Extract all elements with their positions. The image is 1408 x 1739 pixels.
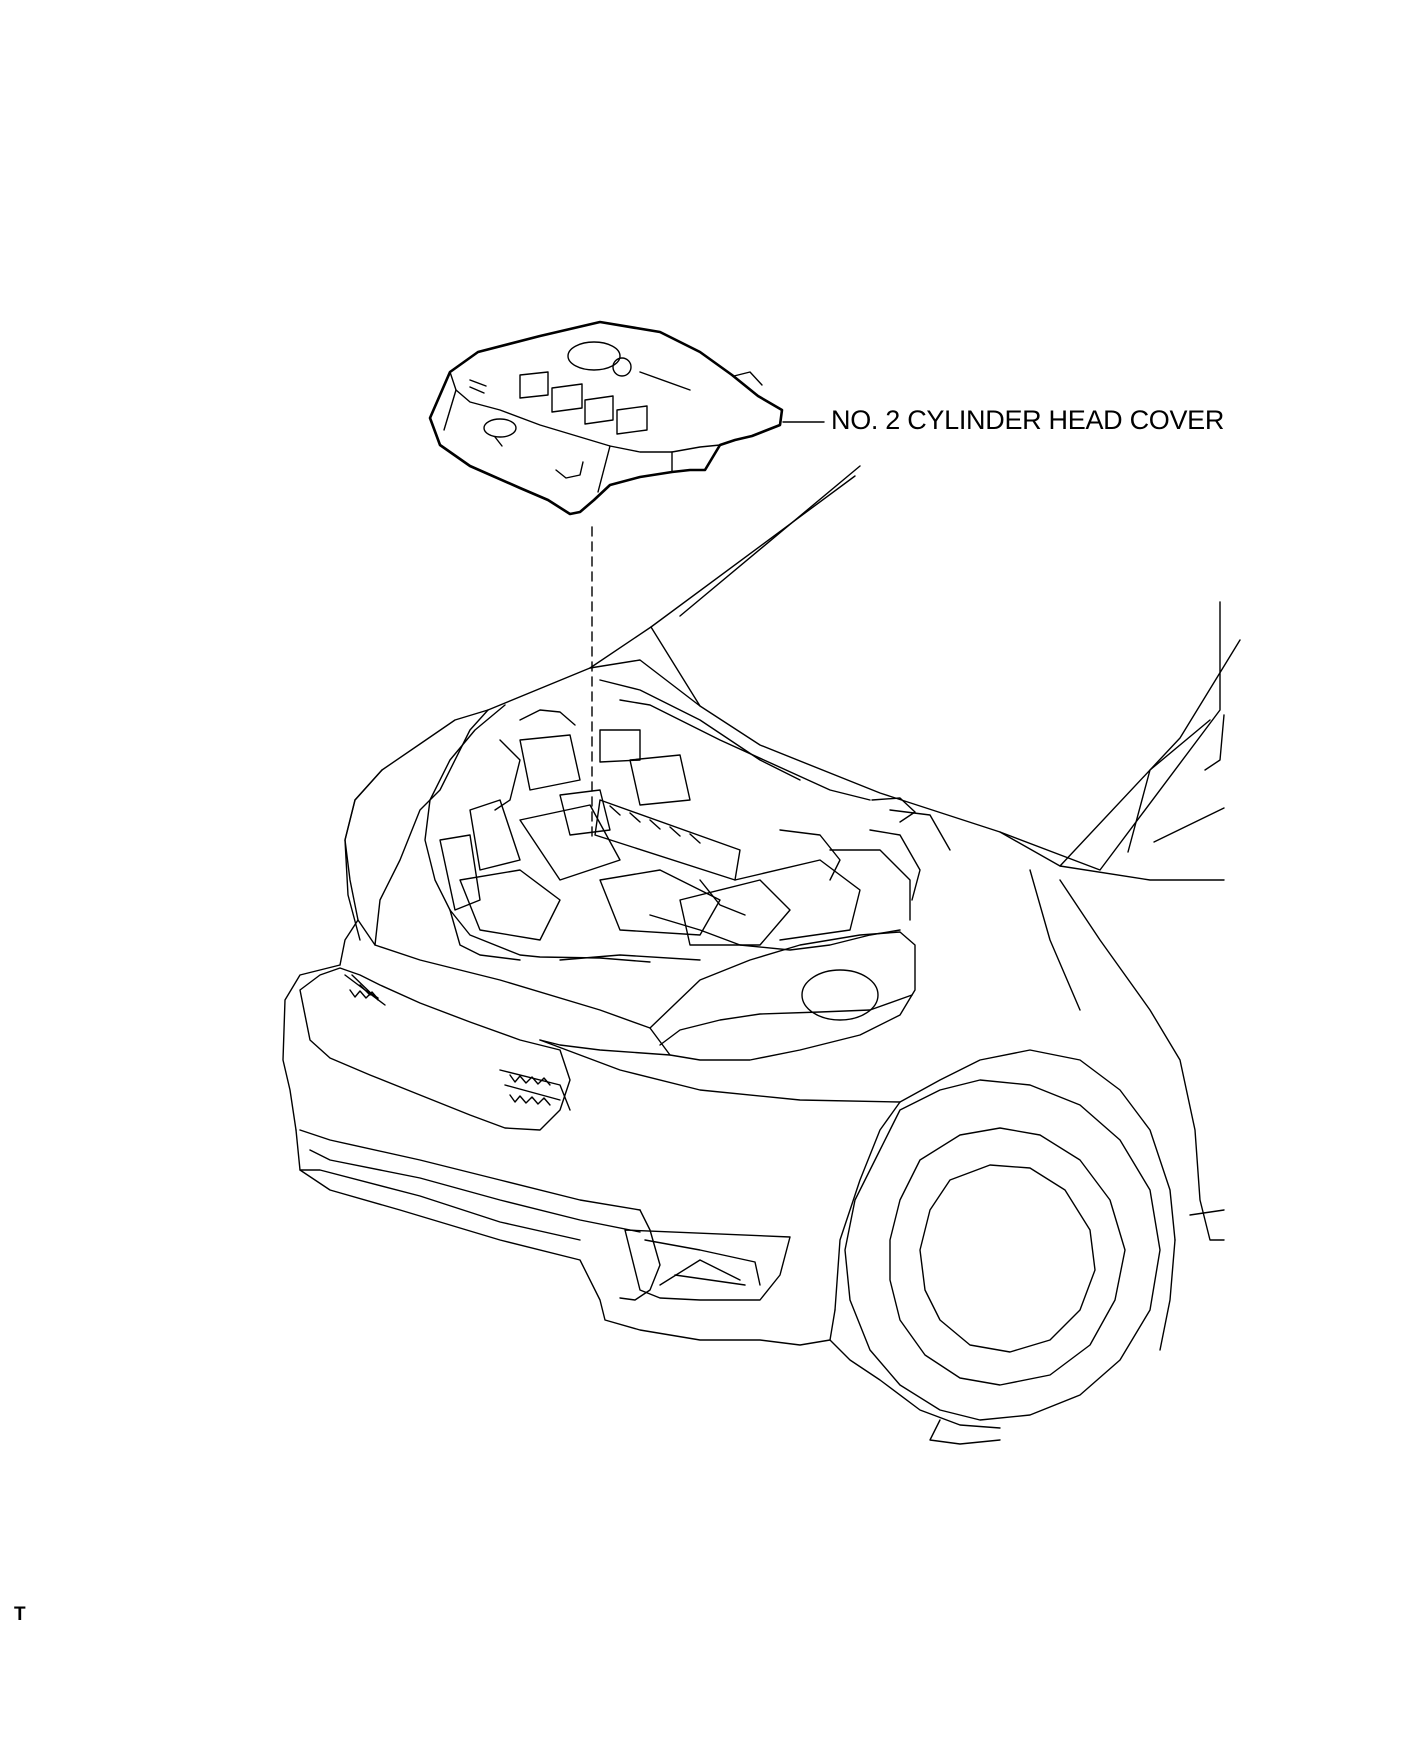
cover-details bbox=[443, 341, 763, 493]
cover-outline bbox=[428, 320, 784, 516]
vehicle-front-with-open-hood bbox=[282, 465, 1241, 1445]
headlight-right bbox=[649, 931, 916, 1061]
front-bumper bbox=[295, 1129, 836, 1346]
fog-light bbox=[624, 1229, 791, 1301]
grille-upper bbox=[299, 967, 571, 1131]
front-tire bbox=[844, 1079, 1161, 1421]
hood-panel bbox=[650, 475, 1221, 871]
corner-mark: T bbox=[14, 1604, 26, 1625]
cylinder-head-cover-label: NO. 2 CYLINDER HEAD COVER bbox=[831, 405, 1225, 435]
engine-cover-icon bbox=[428, 320, 784, 516]
